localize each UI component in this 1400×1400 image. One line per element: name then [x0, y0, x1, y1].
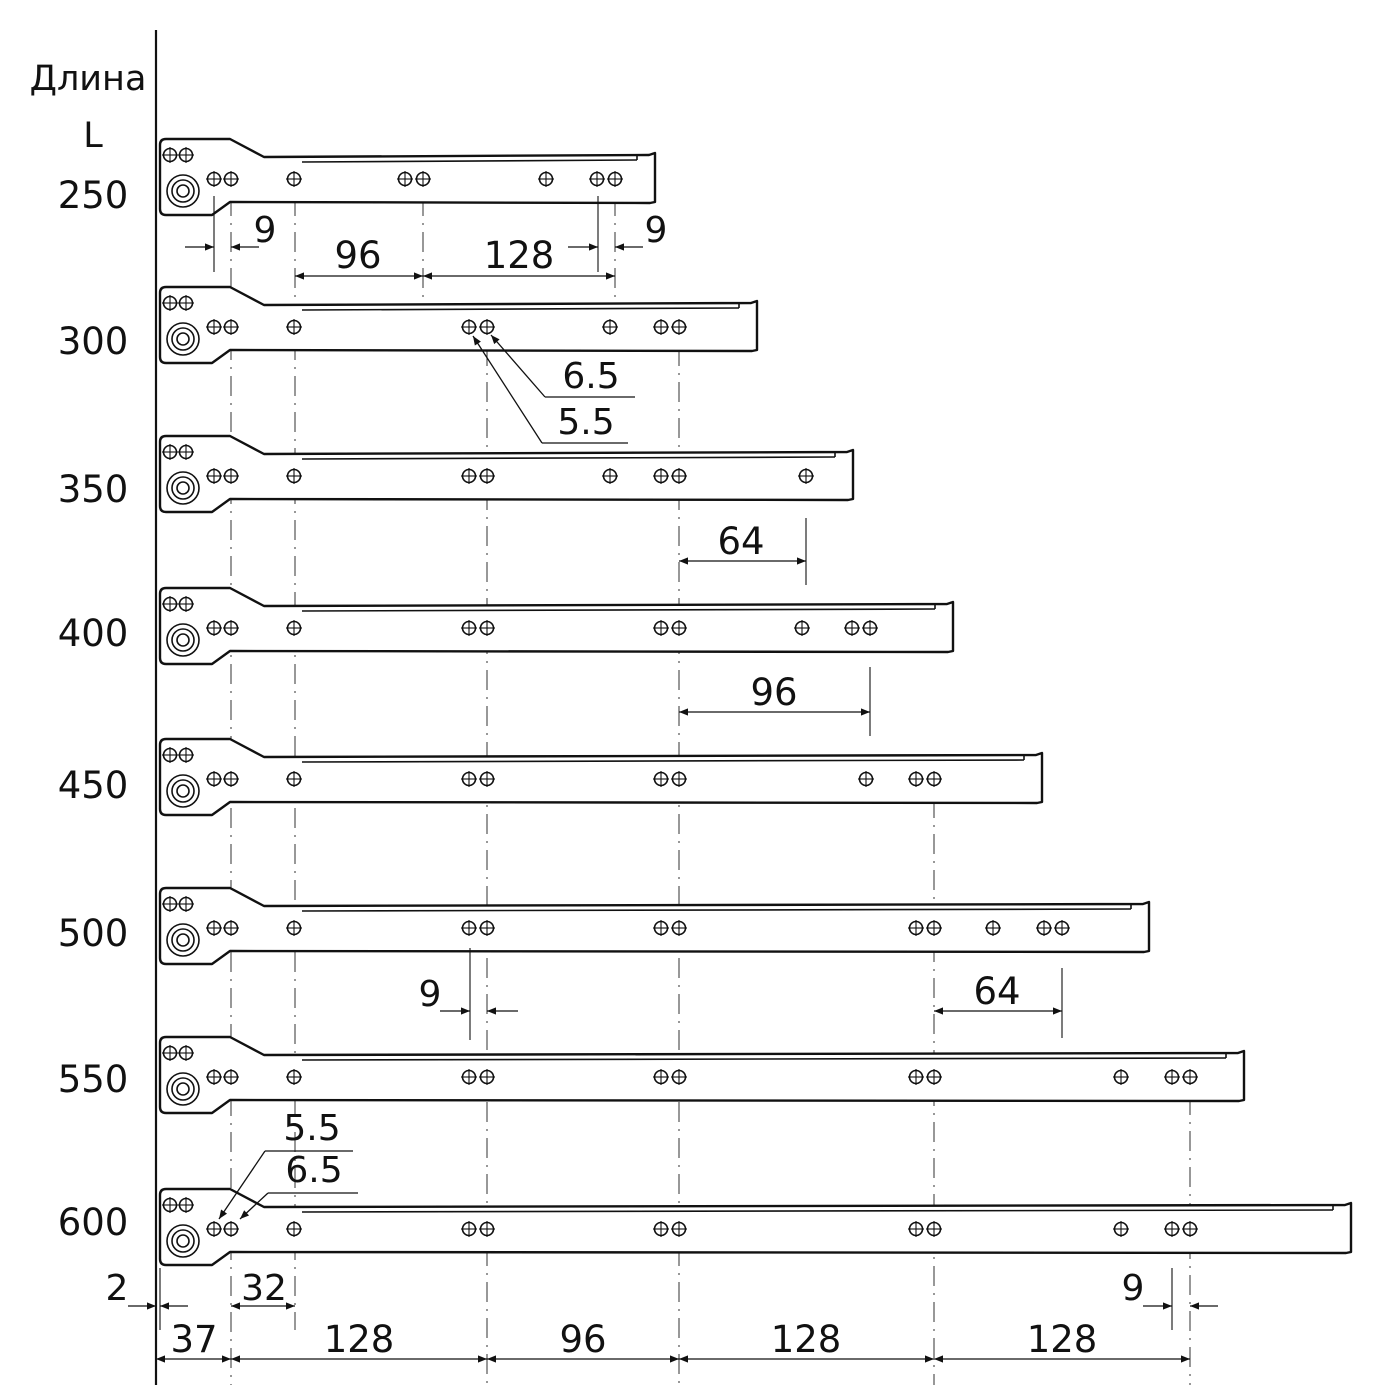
rail-groove	[301, 159, 638, 163]
roller-wheel-icon	[176, 633, 190, 647]
dim-600-hole-a: 5.5	[283, 1108, 340, 1149]
dim-600-hole-b: 6.5	[285, 1150, 342, 1191]
dim-300-hole-a: 6.5	[562, 356, 619, 397]
dim-bottom-edge: 2	[106, 1268, 129, 1309]
length-label-500: 500	[58, 912, 129, 955]
roller-wheel-icon	[176, 481, 190, 495]
length-label-550: 550	[58, 1058, 129, 1101]
rail-groove	[301, 608, 936, 612]
rail-5	[158, 886, 1151, 966]
rail-4	[158, 737, 1044, 817]
dim-250-first: 96	[334, 234, 381, 277]
rail-1	[158, 285, 759, 365]
dim-bottom: 2 32 9 37 128 96 128 128	[106, 1268, 1218, 1363]
rail-groove	[301, 759, 1025, 763]
rail-6	[158, 1035, 1246, 1115]
rail-body	[158, 285, 759, 365]
dim-250-left-gap: 9	[254, 210, 277, 251]
roller-wheel-icon	[176, 184, 190, 198]
length-label-250: 250	[58, 174, 129, 217]
header-length-label: Длина	[30, 59, 147, 99]
rail-profiles	[158, 137, 1353, 1267]
length-labels: Длина L 250 300 350 400 450 500 550 600	[30, 59, 147, 1244]
length-label-300: 300	[58, 320, 129, 363]
dim-500-gap: 9	[419, 974, 442, 1015]
dim-500: 9 64	[419, 948, 1063, 1040]
rail-groove	[301, 1209, 1334, 1213]
dim-300-hole-b: 5.5	[557, 402, 614, 443]
rail-2	[158, 434, 855, 514]
dim-350: 64	[679, 518, 807, 585]
roller-wheel-icon	[176, 784, 190, 798]
rail-groove	[301, 307, 740, 311]
dim-400: 96	[679, 667, 871, 736]
dim-250-right-gap: 9	[645, 210, 668, 251]
dim-bottom-pair: 32	[241, 1268, 287, 1309]
dim-chain-2: 128	[324, 1318, 395, 1361]
roller-wheel-icon	[176, 1234, 190, 1248]
dim-chain-1: 37	[170, 1318, 217, 1361]
header-l-symbol: L	[83, 116, 103, 156]
length-label-600: 600	[58, 1201, 129, 1244]
dim-250: 9 96 128 9	[185, 196, 668, 280]
dim-bottom-right-gap: 9	[1122, 1268, 1145, 1309]
rail-3	[158, 586, 955, 666]
dim-chain-4: 128	[771, 1318, 842, 1361]
dim-350-span: 64	[717, 520, 764, 563]
rail-groove	[301, 456, 836, 460]
rail-body	[158, 434, 855, 514]
rail-7	[158, 1187, 1353, 1267]
dim-250-second: 128	[484, 234, 555, 277]
rail-groove	[301, 1057, 1227, 1061]
rail-body	[158, 1035, 1246, 1115]
rail-body	[158, 737, 1044, 817]
dim-600-holes: 5.5 6.5	[218, 1108, 358, 1220]
dim-chain-3: 96	[559, 1318, 606, 1361]
length-label-350: 350	[58, 468, 129, 511]
roller-wheel-icon	[176, 1082, 190, 1096]
length-label-400: 400	[58, 612, 129, 655]
roller-wheel-icon	[176, 332, 190, 346]
rail-0	[158, 137, 657, 217]
dim-300-holes: 6.5 5.5	[472, 334, 635, 444]
dim-400-span: 96	[750, 671, 797, 714]
rail-groove	[301, 908, 1132, 912]
length-label-450: 450	[58, 764, 129, 807]
rail-body	[158, 586, 955, 666]
rail-body	[158, 1187, 1353, 1267]
roller-wheel-icon	[176, 933, 190, 947]
dim-chain-5: 128	[1027, 1318, 1098, 1361]
dim-500-span: 64	[973, 970, 1020, 1013]
